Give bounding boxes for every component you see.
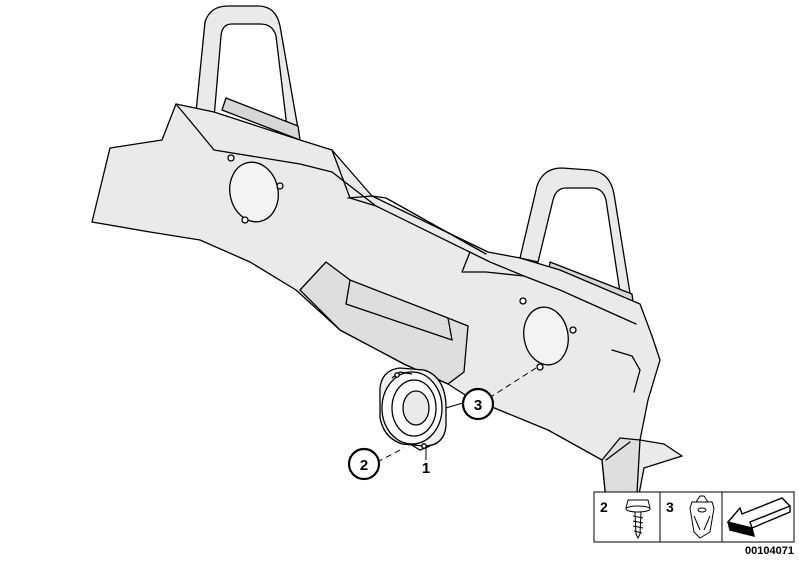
svg-text:1: 1 xyxy=(422,460,430,477)
svg-text:2: 2 xyxy=(600,499,608,515)
center-recess xyxy=(299,261,469,385)
callout-3: 3 xyxy=(461,387,495,421)
svg-text:3: 3 xyxy=(666,499,674,515)
callout-2: 2 xyxy=(347,447,381,481)
callout-1: 1 xyxy=(422,460,430,477)
svg-text:3: 3 xyxy=(474,397,482,414)
clip-nut-icon xyxy=(689,495,715,539)
legend-item-screw: 2 xyxy=(600,499,651,540)
legend-item-clip-nut: 3 xyxy=(666,495,715,539)
diagram-number: 00104071 xyxy=(745,545,794,557)
right-speaker-opening xyxy=(523,306,569,366)
legend-box: 2 3 00104071 xyxy=(593,491,795,557)
rear-panel-assembly xyxy=(91,5,683,511)
screw-icon xyxy=(625,499,651,540)
svg-text:2: 2 xyxy=(360,457,368,474)
speaker-part xyxy=(379,367,447,451)
arrow-icon xyxy=(726,497,792,537)
